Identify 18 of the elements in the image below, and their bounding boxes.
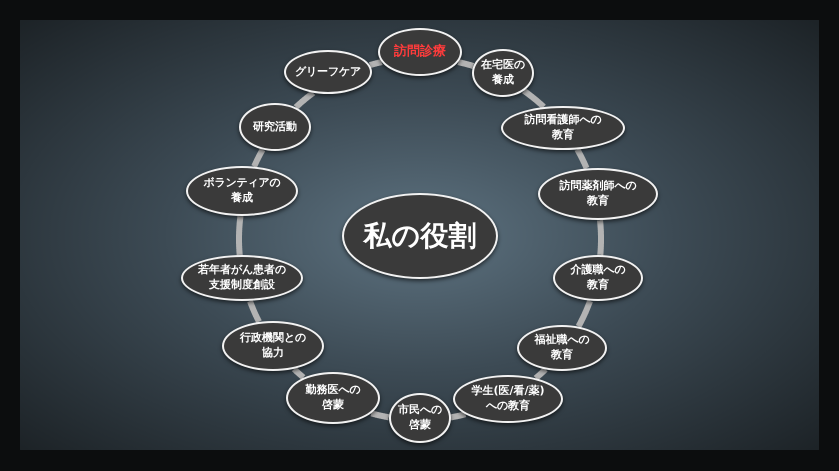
ring-connector (368, 410, 392, 420)
role-text: 私の役割 (362, 218, 478, 254)
ring-connector (236, 214, 244, 258)
role-text: 在宅医の養成 (480, 58, 526, 88)
role-text: 若年者がん患者の支援制度創設 (196, 263, 287, 293)
role-text: 行政機関との協力 (238, 331, 307, 361)
role-text: 勤務医への啓蒙 (304, 383, 362, 413)
role-text: 市民への啓蒙 (397, 403, 443, 433)
role-text: 訪問診療 (392, 43, 447, 61)
role-text: 介護職への教育 (569, 263, 626, 293)
role-text: 研究活動 (252, 120, 298, 134)
role-text: 福祉職への教育 (533, 333, 590, 363)
role-text: 学生(医/看/薬)への教育 (470, 384, 546, 414)
role-text: 訪問薬剤師への教育 (558, 179, 638, 209)
role-text: 訪問看護師への教育 (523, 113, 602, 143)
role-text: グリーフケア (294, 64, 362, 80)
role-text: ボランティアの養成 (202, 176, 282, 206)
ring-connector (597, 218, 604, 258)
